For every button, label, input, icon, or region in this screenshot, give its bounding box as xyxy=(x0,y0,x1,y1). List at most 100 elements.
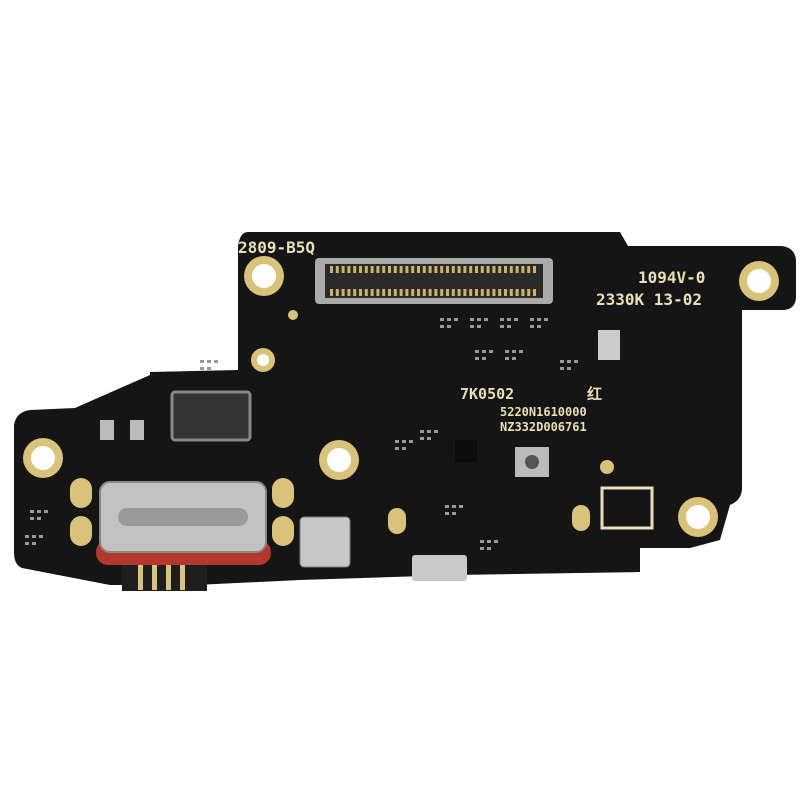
smd-part xyxy=(500,325,504,328)
smd-part xyxy=(420,430,424,433)
smd-part xyxy=(482,350,486,353)
connector-pin xyxy=(393,289,397,296)
smd-part xyxy=(395,447,399,450)
microphone xyxy=(299,516,351,568)
connector-pin xyxy=(411,266,415,273)
connector-pin xyxy=(388,289,391,296)
connector-pin xyxy=(498,289,502,296)
connector-pin xyxy=(457,289,461,296)
smd-part xyxy=(420,437,424,440)
connector-pin xyxy=(370,266,374,273)
smd-part xyxy=(440,325,444,328)
connector-pin xyxy=(440,266,444,273)
connector-pin xyxy=(469,266,473,273)
smd-part xyxy=(487,540,491,543)
connector-pin xyxy=(451,266,455,273)
connector-pin xyxy=(480,289,484,296)
smd-part xyxy=(402,440,406,443)
smd-part xyxy=(505,357,509,360)
connector-pin xyxy=(428,266,432,273)
smd-part xyxy=(30,510,34,513)
smd-part xyxy=(489,350,493,353)
connector-pin xyxy=(527,289,531,296)
connector-pin xyxy=(364,266,368,273)
connector-pin xyxy=(335,289,339,296)
connector-pin xyxy=(440,289,444,296)
smd-part xyxy=(480,540,484,543)
smd-part xyxy=(482,357,486,360)
connector-pin xyxy=(341,289,345,296)
smd-part xyxy=(445,512,449,515)
connector-pin xyxy=(359,289,362,296)
smd-part xyxy=(514,318,518,321)
oval-pads xyxy=(70,310,614,546)
usb-c-port xyxy=(96,481,271,591)
connector-pin xyxy=(492,266,496,273)
connector-pin xyxy=(417,289,420,296)
smd-part xyxy=(427,437,431,440)
connector-pin xyxy=(370,289,374,296)
smd-part xyxy=(537,325,541,328)
smd-part xyxy=(395,440,399,443)
smd-part xyxy=(25,542,29,545)
connector-pin xyxy=(364,289,368,296)
smd-part xyxy=(32,542,36,545)
qr-code xyxy=(600,486,654,530)
connector-pin xyxy=(399,266,403,273)
smd-part xyxy=(452,512,456,515)
smd-part xyxy=(560,360,564,363)
connector-pin xyxy=(411,289,415,296)
smd-part xyxy=(434,430,438,433)
serial-2: NZ332D006761 xyxy=(500,420,587,434)
smd-part xyxy=(447,325,451,328)
smd-part xyxy=(507,325,511,328)
smd-part xyxy=(530,318,534,321)
smd-part xyxy=(37,510,41,513)
date-code: 2330K 13-02 xyxy=(596,290,702,309)
connector-pin xyxy=(533,266,536,273)
smd-part xyxy=(480,547,484,550)
smd-part xyxy=(454,318,458,321)
smd-part xyxy=(39,535,43,538)
connector-pin xyxy=(492,289,496,296)
smd-part xyxy=(484,318,488,321)
smd-part xyxy=(30,517,34,520)
part-code: 2809-B5Q xyxy=(238,238,315,257)
smd-part xyxy=(544,318,548,321)
smd-part xyxy=(207,360,211,363)
mark: 红 xyxy=(587,385,602,403)
smd-part xyxy=(500,318,504,321)
smd-part xyxy=(459,505,463,508)
small-connector xyxy=(170,390,252,442)
connector-pin xyxy=(451,289,455,296)
connector-pin xyxy=(335,266,339,273)
connector-pin xyxy=(509,289,513,296)
connector-pin xyxy=(457,266,461,273)
connector-pin xyxy=(382,266,386,273)
smd-part xyxy=(477,318,481,321)
connector-pin xyxy=(475,266,478,273)
rev-code: 1094V-0 xyxy=(638,268,705,287)
smd-part xyxy=(207,367,211,370)
connector-pin xyxy=(486,266,490,273)
smd-part xyxy=(512,350,516,353)
connector-pin xyxy=(399,289,403,296)
connector-pin xyxy=(463,289,467,296)
ref-code: 7K0502 xyxy=(460,385,514,403)
connector-pin xyxy=(388,266,391,273)
connector-pin xyxy=(515,266,519,273)
connector-pin xyxy=(498,266,502,273)
smd-part xyxy=(519,350,523,353)
switch xyxy=(412,555,467,581)
smd-part xyxy=(505,350,509,353)
connector-pin xyxy=(341,266,345,273)
smd-part xyxy=(574,360,578,363)
smd-part xyxy=(200,367,204,370)
connector-pin xyxy=(480,266,484,273)
smd-part xyxy=(512,357,516,360)
connector-pin xyxy=(527,266,531,273)
smd-part xyxy=(25,535,29,538)
connector-pin xyxy=(393,266,397,273)
